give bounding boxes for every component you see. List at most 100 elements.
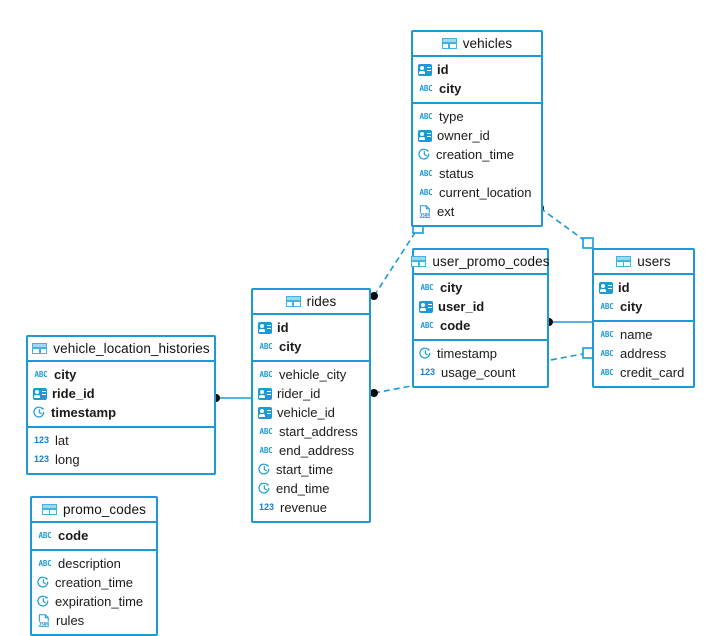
abc-icon: ABC bbox=[600, 329, 614, 339]
column-row[interactable]: expiration_time bbox=[32, 592, 156, 611]
relationship-dot-marker bbox=[370, 389, 378, 397]
column-row[interactable]: owner_id bbox=[413, 126, 541, 145]
abc-icon: ABC bbox=[600, 348, 614, 358]
table-title: vehicles bbox=[462, 36, 513, 51]
abc-icon: ABC bbox=[420, 320, 434, 330]
relationship-vlh-rides[interactable] bbox=[212, 394, 251, 402]
table-header[interactable]: vehicles bbox=[413, 32, 541, 57]
column-row[interactable]: creation_time bbox=[413, 145, 541, 164]
column-row[interactable]: start_time bbox=[253, 460, 369, 479]
abc-icon: ABC bbox=[259, 445, 273, 455]
column-row[interactable]: ride_id bbox=[28, 384, 214, 403]
column-name: code bbox=[58, 528, 89, 543]
column-row[interactable]: id bbox=[413, 60, 541, 79]
column-row[interactable]: rider_id bbox=[253, 384, 369, 403]
svg-text:JSON: JSON bbox=[39, 622, 50, 627]
column-row[interactable]: id bbox=[594, 278, 693, 297]
column-row[interactable]: vehicle_id bbox=[253, 403, 369, 422]
column-row[interactable]: id bbox=[253, 318, 369, 337]
abc-icon: ABC bbox=[259, 369, 273, 379]
column-row[interactable]: creation_time bbox=[32, 573, 156, 592]
relationship-vehicles-users[interactable] bbox=[536, 204, 594, 249]
abc-icon: ABC bbox=[600, 301, 614, 311]
badge-icon bbox=[258, 321, 272, 334]
table-header[interactable]: vehicle_location_histories bbox=[28, 337, 214, 362]
column-row[interactable]: timestamp bbox=[28, 403, 214, 422]
column-name: long bbox=[55, 452, 80, 467]
column-row[interactable]: ABC city bbox=[413, 79, 541, 98]
num-icon: 123 bbox=[33, 435, 50, 445]
table-header[interactable]: user_promo_codes bbox=[411, 250, 550, 275]
column-row[interactable]: user_id bbox=[414, 297, 547, 316]
table-title: rides bbox=[306, 294, 337, 309]
table-title: vehicle_location_histories bbox=[53, 341, 210, 356]
column-name: city bbox=[279, 339, 302, 354]
column-name: start_address bbox=[279, 424, 358, 439]
json-icon: JSON bbox=[37, 614, 51, 628]
badge-icon bbox=[418, 129, 432, 142]
column-row[interactable]: ABC start_address bbox=[253, 422, 369, 441]
clock-icon bbox=[37, 595, 50, 608]
column-name: description bbox=[58, 556, 121, 571]
column-row[interactable]: ABC city bbox=[594, 297, 693, 316]
table-header[interactable]: users bbox=[594, 250, 693, 275]
column-name: city bbox=[620, 299, 643, 314]
badge-icon bbox=[33, 387, 47, 400]
table-icon bbox=[32, 343, 48, 354]
abc-icon: ABC bbox=[419, 83, 433, 93]
column-row[interactable]: timestamp bbox=[414, 344, 547, 363]
clock-icon bbox=[258, 482, 271, 495]
column-name: id bbox=[618, 280, 630, 295]
column-name: city bbox=[439, 81, 462, 96]
abc-icon: ABC bbox=[419, 168, 433, 178]
column-name: end_address bbox=[279, 443, 355, 458]
badge-icon bbox=[258, 406, 272, 419]
column-name: expiration_time bbox=[55, 594, 144, 609]
abc-icon: ABC bbox=[420, 282, 434, 292]
primary-key-section: ABC code bbox=[32, 523, 156, 551]
column-row[interactable]: ABC code bbox=[32, 526, 156, 545]
column-row[interactable]: end_time bbox=[253, 479, 369, 498]
abc-icon: ABC bbox=[259, 426, 273, 436]
table-icon bbox=[411, 256, 427, 267]
column-name: type bbox=[439, 109, 464, 124]
table-header[interactable]: rides bbox=[253, 290, 369, 315]
table-header[interactable]: promo_codes bbox=[32, 498, 156, 523]
relationship-upc-users[interactable] bbox=[545, 318, 592, 326]
table-icon bbox=[42, 504, 58, 515]
abc-icon: ABC bbox=[38, 530, 52, 540]
table-title: user_promo_codes bbox=[432, 254, 550, 269]
column-name: vehicle_id bbox=[277, 405, 335, 420]
column-row[interactable]: ABC end_address bbox=[253, 441, 369, 460]
